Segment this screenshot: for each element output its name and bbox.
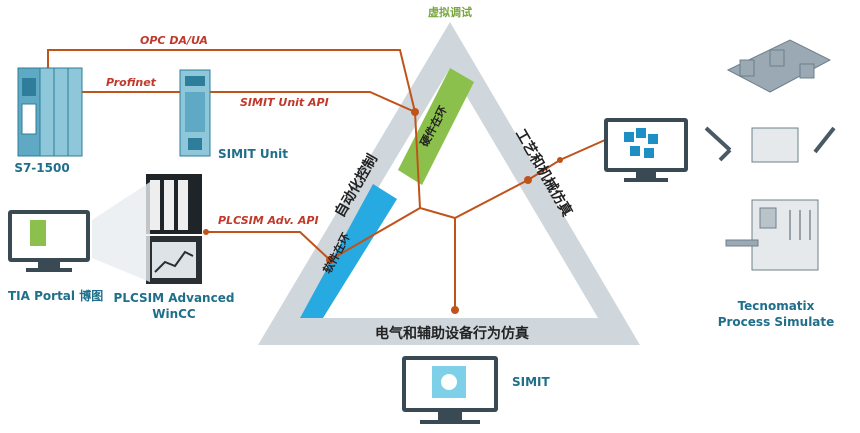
connection-lines bbox=[47, 49, 606, 310]
tecnomatix-label-2: Process Simulate bbox=[718, 315, 835, 329]
tia-label: TIA Portal 博图 bbox=[8, 288, 103, 303]
plcsim-wincc-icon bbox=[146, 174, 202, 284]
top-label: 虚拟调试 bbox=[428, 5, 472, 19]
process-monitor-icon bbox=[604, 118, 688, 182]
plcsim-api-label: PLCSIM Adv. API bbox=[218, 214, 319, 227]
plcsim-label-1: PLCSIM Advanced bbox=[114, 291, 235, 305]
simit-unit-icon bbox=[179, 69, 211, 157]
zoom-wedge bbox=[92, 182, 150, 282]
simit-api-label: SIMIT Unit API bbox=[240, 96, 329, 109]
plcsim-label-2: WinCC bbox=[152, 307, 196, 321]
tia-monitor-icon bbox=[8, 210, 90, 272]
simit-monitor-icon bbox=[402, 356, 498, 424]
simit-unit-label: SIMIT Unit bbox=[218, 147, 288, 161]
simit-label: SIMIT bbox=[512, 375, 551, 389]
opc-label: OPC DA/UA bbox=[140, 34, 208, 47]
s7-label: S7-1500 bbox=[14, 161, 69, 175]
sil-band bbox=[300, 184, 397, 318]
triangle-frame bbox=[258, 22, 640, 345]
tecnomatix-illustration bbox=[704, 39, 836, 271]
profinet-label: Profinet bbox=[106, 76, 157, 89]
bottom-side-label: 电气和辅助设备行为仿真 bbox=[375, 325, 529, 342]
s7-1500-icon bbox=[17, 67, 83, 157]
tecnomatix-label-1: Tecnomatix bbox=[738, 299, 815, 313]
